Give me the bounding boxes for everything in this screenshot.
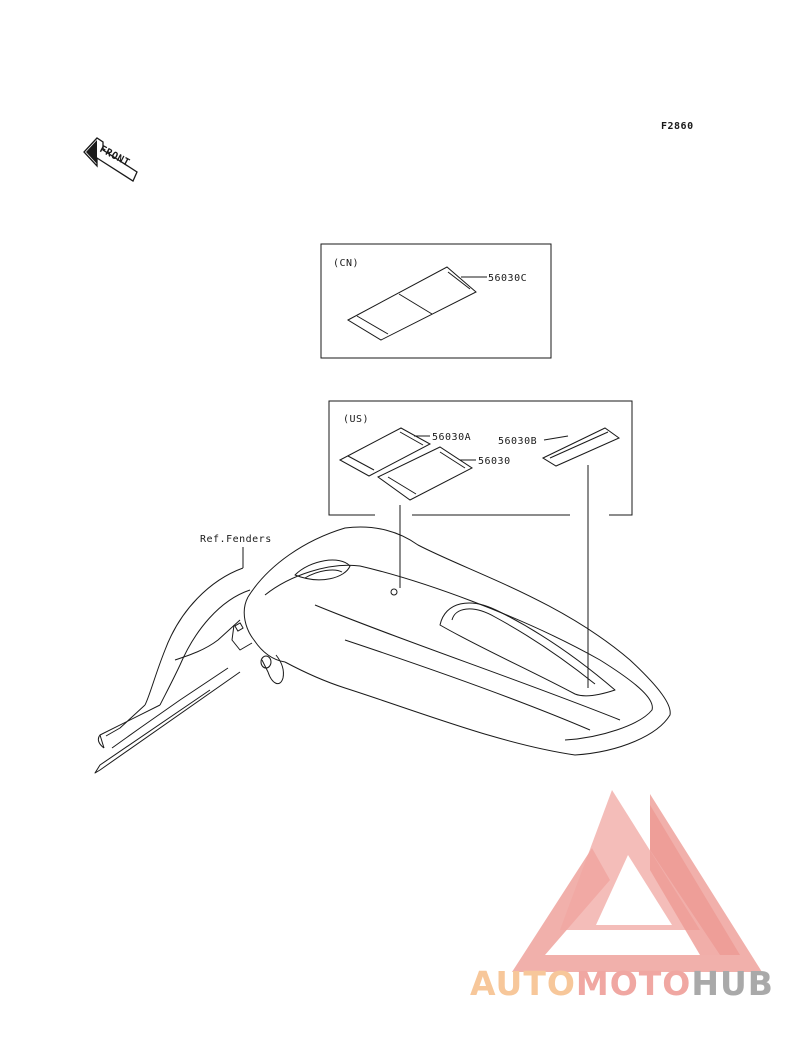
reference-label: Ref.Fenders (200, 534, 272, 545)
label-decal-56030a (338, 427, 432, 477)
label-decal-56030c (346, 266, 477, 341)
part-number-56030a: 56030A (432, 432, 471, 443)
front-arrow-icon: FRONT (83, 137, 138, 182)
label-decal-56030b (541, 427, 621, 467)
part-number-56030: 56030 (478, 456, 511, 467)
automotohub-logo: AUTOMOTOHUB (470, 790, 774, 1003)
us-region-label: (US) (343, 414, 369, 425)
figure-code: F2860 (661, 121, 694, 132)
logo-text-moto: MOTO (576, 964, 691, 1003)
cn-box: (CN) 56030C (320, 243, 552, 359)
logo-text-hub: HUB (691, 964, 774, 1003)
rear-fender-drawing (94, 526, 671, 774)
cn-region-label: (CN) (333, 258, 359, 269)
us-box: (US) 56030A 56030 56030B (328, 400, 633, 516)
logo-text-auto: AUTO (470, 964, 576, 1003)
part-number-56030c: 56030C (488, 273, 527, 284)
logo-text: AUTOMOTOHUB (470, 964, 774, 1003)
part-number-56030b: 56030B (498, 436, 537, 447)
label-decal-56030 (377, 446, 473, 501)
